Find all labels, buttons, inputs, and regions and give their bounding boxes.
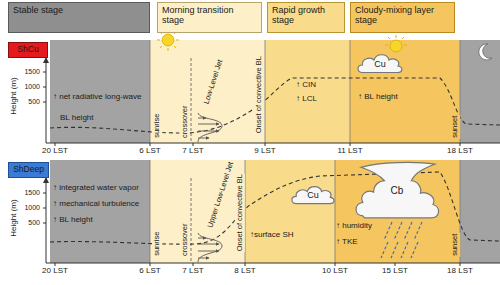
annotation-label: 1000 (24, 83, 40, 90)
annotation-label: 20 LST (42, 147, 68, 155)
cloud-shape (358, 55, 402, 73)
stage-header: Morning transition stage (157, 2, 262, 33)
annotation-label: 18 LST (447, 147, 473, 155)
node-text: Stable stage (13, 5, 145, 15)
night-band (460, 160, 500, 263)
node-text: ShCu (17, 45, 38, 55)
annotation-label: 15 LST (382, 267, 408, 275)
rapid-band (245, 160, 335, 263)
rotated-label: sunset (450, 233, 460, 257)
cumulonimbus-cloud: Cb (352, 158, 442, 220)
node-text: Cloudy-mixing layer stage (355, 5, 450, 26)
cumulus-cloud: Cu (355, 50, 405, 75)
cumulus-cloud: Cu (289, 182, 337, 206)
rotated-label: crossover (179, 105, 189, 140)
rotated-label: Height (m) (10, 77, 18, 114)
bl-height-curve (50, 78, 500, 133)
node-text: Rapid growth stage (272, 5, 340, 26)
cloud-shape (356, 162, 439, 217)
rotated-label: sunrise (152, 113, 162, 139)
annotation-label: ↑ BL height (53, 216, 93, 224)
morning-band (150, 40, 265, 143)
annotation-label: ↑ LCL (296, 95, 317, 103)
case-tag: ShCu (8, 42, 48, 58)
annotation-label: ↑surface SH (250, 231, 294, 239)
rotated-label: sunrise (152, 231, 162, 257)
annotation-label: 6 LST (139, 147, 160, 155)
stage-header: Stable stage (8, 2, 150, 33)
crossover-line (191, 58, 192, 262)
annotation-label: 10 LST (322, 267, 348, 275)
annotation-label: ↑ net radiative long-wave (53, 93, 142, 101)
node-text: ShDeep (13, 165, 44, 175)
shdeep-bands (50, 160, 500, 263)
stage-header: Cloudy-mixing layer stage (350, 2, 455, 33)
annotation-label: 1500 (24, 189, 40, 196)
rotated-label: Onset of convective BL (254, 55, 264, 134)
stage-dividers (150, 160, 460, 263)
annotation-label: ↑ humidity (336, 222, 372, 230)
rotated-label: Height (m) (10, 199, 18, 236)
annotation-label: ↑ BL height (358, 93, 398, 101)
axes (43, 58, 500, 266)
annotation-label: 1500 (24, 68, 40, 75)
sun-icon (385, 35, 407, 52)
rapid-band (265, 40, 350, 143)
annotation-label: 18 LST (447, 267, 473, 275)
night-band (460, 40, 500, 143)
annotation-label: ↑ integrated water vapor (53, 184, 139, 192)
annotation-label: 7 LST (182, 267, 203, 275)
node-text: Morning transition stage (162, 5, 257, 26)
node-text: Cu (374, 59, 386, 69)
rotated-label: Onset of convective BL (235, 173, 245, 252)
annotation-label: 8 LST (234, 267, 255, 275)
rotated-label: crossover (179, 223, 189, 258)
annotation-label: 500 (28, 98, 40, 105)
annotation-label: 1000 (24, 204, 40, 211)
annotation-label: 500 (28, 219, 40, 226)
moon-icon (479, 44, 492, 60)
annotation-label: ↑ mechanical turbulence (53, 200, 139, 208)
annotation-label: ↑ CIN (296, 81, 316, 89)
night-band (50, 160, 150, 263)
annotation-label: 6 LST (139, 267, 160, 275)
stage-dividers (150, 40, 460, 143)
node-text: Cu (307, 190, 319, 200)
annotation-label: 11 LST (337, 147, 362, 155)
rain-streaks (381, 222, 422, 258)
cloudy-band (350, 40, 460, 143)
node-text: Cb (391, 185, 404, 197)
annotation-label: 7 LST (182, 147, 203, 155)
annotation-label: ↑ TKE (336, 238, 358, 246)
stage-header: Rapid growth stage (267, 2, 345, 33)
shcu-bands (50, 40, 500, 143)
rotated-label: sunset (450, 115, 460, 139)
case-tag: ShDeep (8, 162, 49, 178)
annotation-label: 20 LST (42, 267, 68, 275)
annotation-label: BL height (60, 114, 94, 122)
cloud-shape (292, 187, 334, 204)
cloudy-band (335, 160, 460, 263)
annotation-label: 9 LST (254, 147, 275, 155)
morning-band (150, 160, 245, 263)
